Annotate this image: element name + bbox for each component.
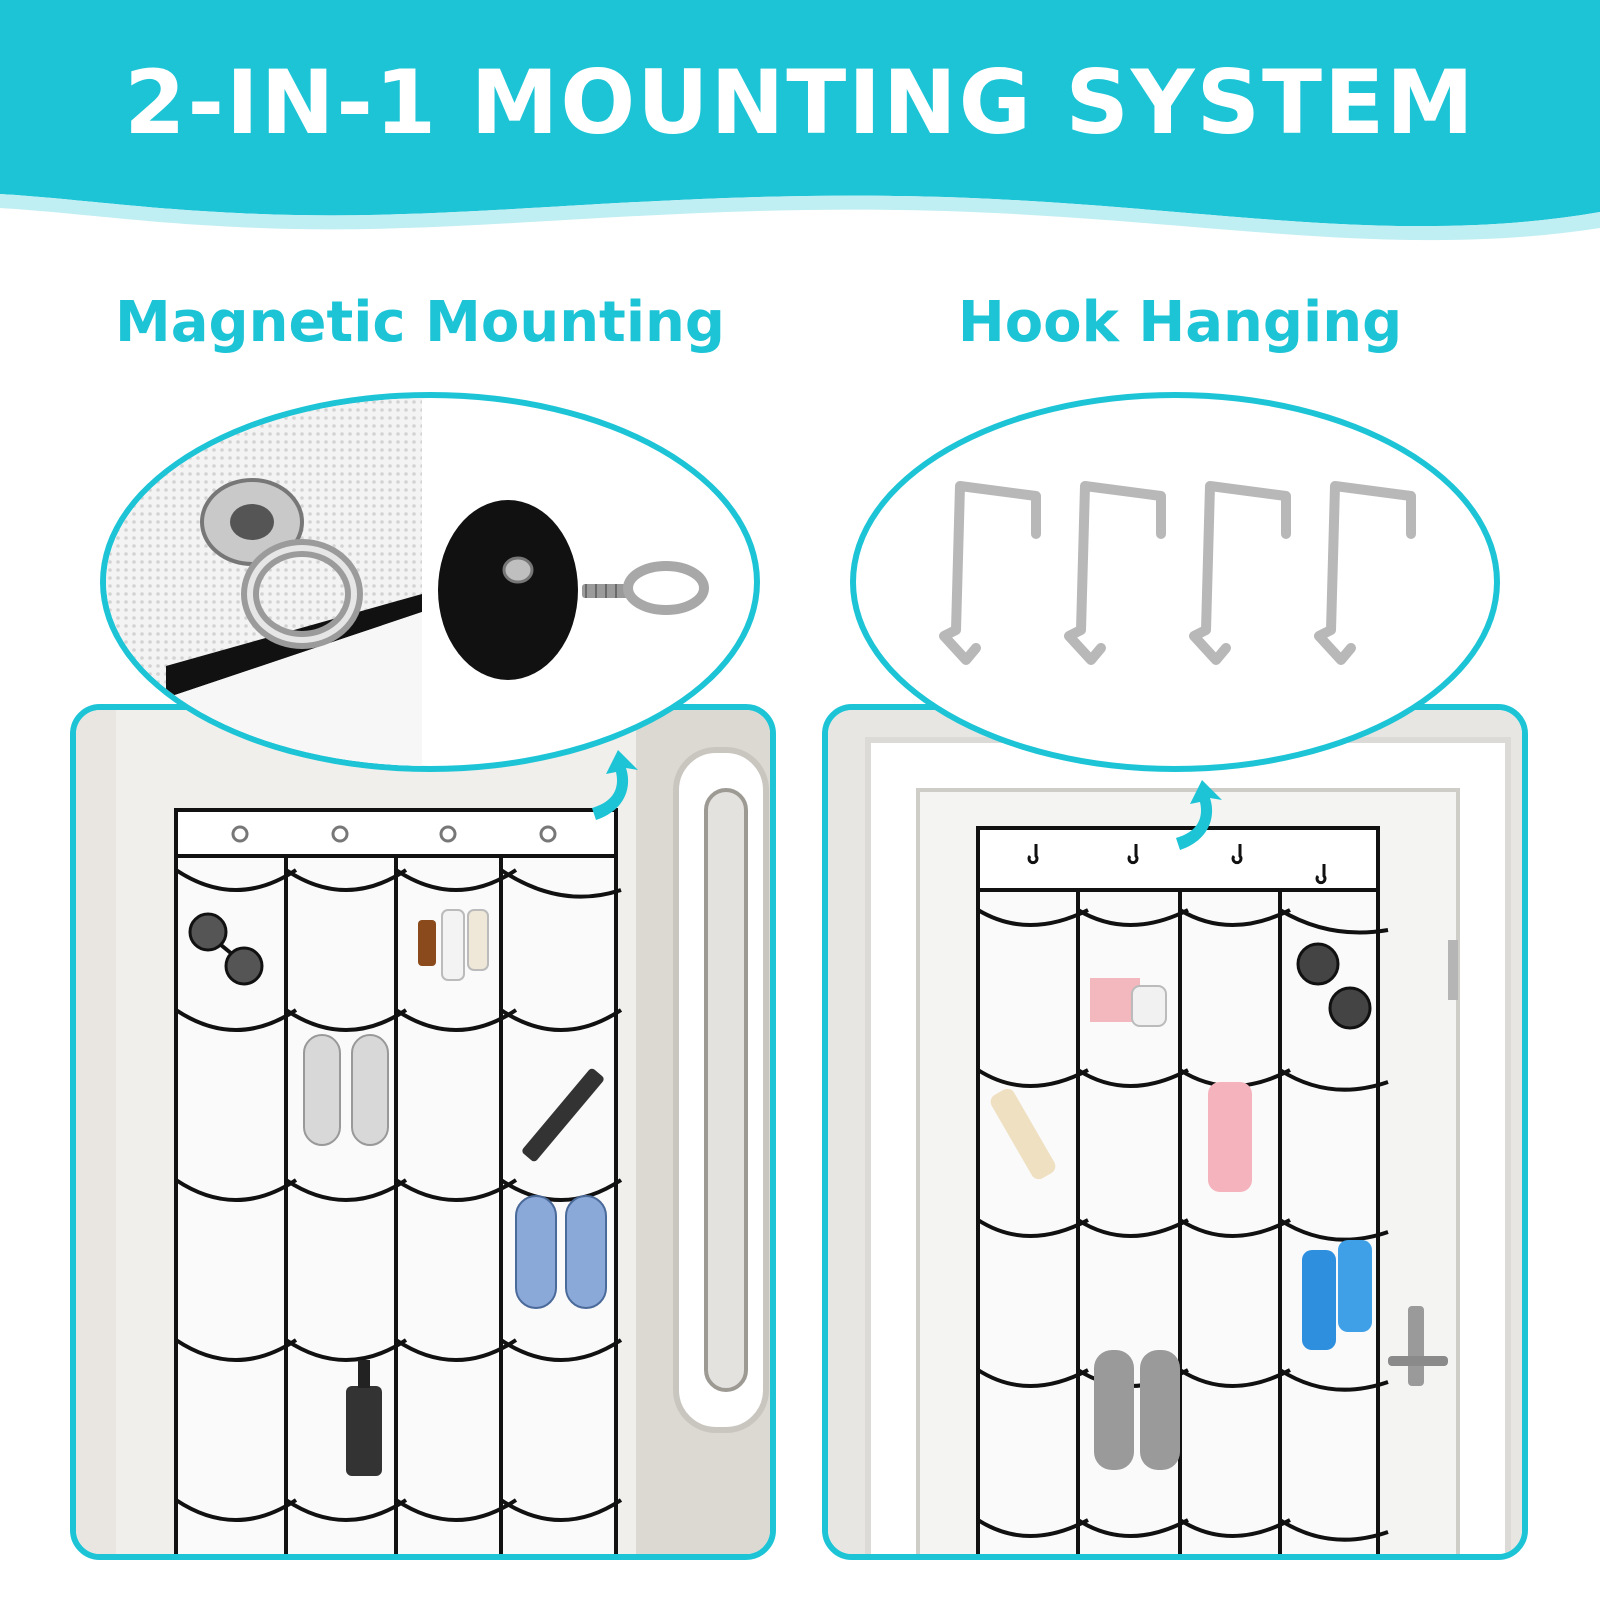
arrow-up-icon [592, 750, 638, 820]
organizer-scene-right [828, 710, 1522, 1554]
magnet-kit-illustration [106, 398, 709, 766]
over-door-hook-icon [1064, 481, 1166, 665]
cosmetic-bottles-icon [418, 909, 489, 981]
blue-bottles-icon [1302, 1240, 1372, 1350]
over-door-hook-icon [1314, 481, 1416, 665]
blue-slippers-icon [515, 1195, 607, 1309]
flip-flops-icon [1094, 1350, 1180, 1470]
pink-bottle-icon [1208, 1082, 1252, 1192]
organizer-scene-left [76, 710, 770, 1554]
arrow-up-icon [1176, 780, 1222, 850]
header-banner: 2-IN-1 MOUNTING SYSTEM [0, 0, 1600, 250]
magnet-icon [438, 500, 578, 680]
pump-bottle-icon [346, 1360, 382, 1476]
over-door-hook-icon [939, 481, 1041, 665]
hooks-illustration [939, 481, 1416, 665]
banner-wave [0, 0, 1600, 241]
sunglasses-icon [1296, 942, 1372, 1030]
hook-hanging-title: Hook Hanging [957, 290, 1403, 355]
page-title: 2-IN-1 MOUNTING SYSTEM [124, 51, 1476, 154]
hair-comb-icon [990, 1088, 1056, 1180]
hook-detail-callout [850, 392, 1500, 772]
sunglasses-icon [188, 912, 264, 986]
magnetic-mount-photo [70, 704, 776, 1560]
slippers-icon [303, 1034, 389, 1146]
eye-screw-icon [582, 561, 709, 615]
over-door-hook-icon [1189, 481, 1291, 665]
pink-box-icon [1090, 978, 1167, 1027]
magnet-detail-callout [100, 392, 760, 772]
magnetic-mounting-title: Magnetic Mounting [115, 290, 725, 355]
comb-icon [522, 1068, 604, 1162]
hook-hanging-photo [822, 704, 1528, 1560]
grommet-icon [200, 478, 363, 649]
